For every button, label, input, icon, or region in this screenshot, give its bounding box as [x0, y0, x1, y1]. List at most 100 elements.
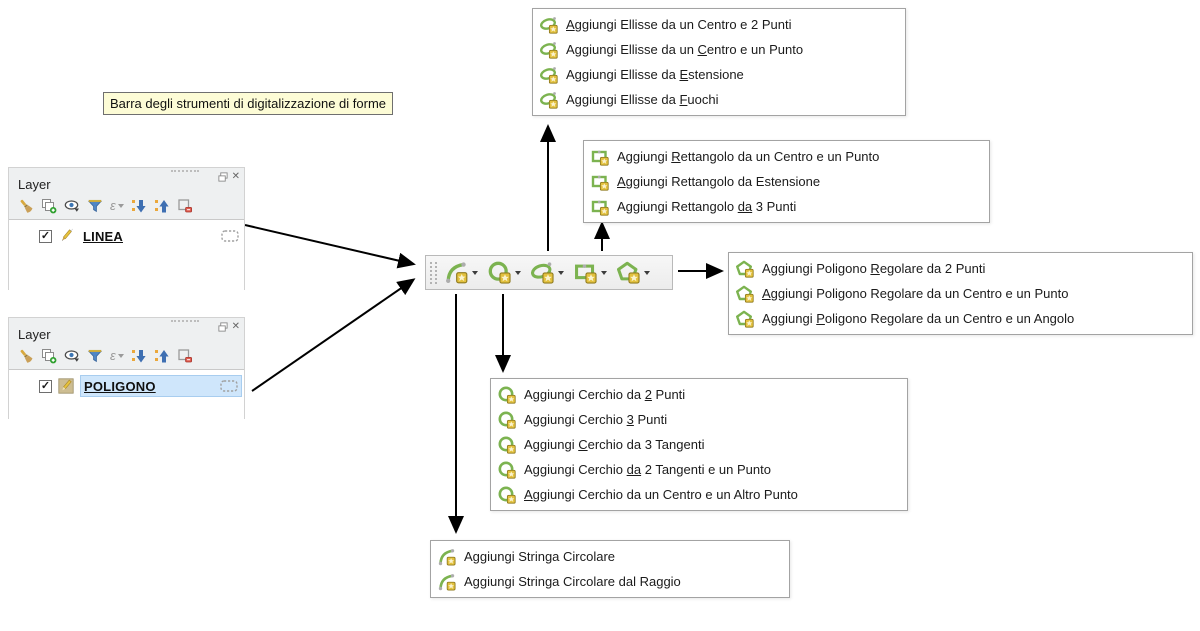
funnel-icon — [87, 198, 103, 214]
menu-item-ellipse-foci[interactable]: Aggiungi Ellisse da Fuochi — [533, 87, 905, 112]
ellipse-icon — [531, 261, 554, 284]
layer-tree: ✓ POLIGONO — [9, 369, 244, 469]
layer-row-linea[interactable]: ✓ LINEA — [39, 225, 242, 247]
chevron-down-icon[interactable] — [558, 270, 564, 275]
collapse-all-button[interactable] — [154, 198, 170, 214]
float-panel-icon — [217, 171, 229, 183]
menu-item-ellipse-center-point[interactable]: Aggiungi Ellisse da un Centro e un Punto — [533, 37, 905, 62]
menu-item-label: Aggiungi Cerchio da 2 Punti — [524, 387, 686, 402]
panel-title: Layer — [18, 327, 51, 342]
add-group-icon — [41, 348, 57, 364]
layer-panel-poligono: ✕ Layer ε ✓ POLIGONO — [8, 317, 245, 469]
ellipse-menu: Aggiungi Ellisse da un Centro e 2 Punti … — [532, 8, 906, 116]
manage-map-themes-button[interactable] — [64, 198, 80, 214]
menu-item-label: Aggiungi Stringa Circolare dal Raggio — [464, 574, 681, 589]
menu-item-circle-2tangents-point[interactable]: Aggiungi Cerchio da 2 Tangenti e un Punt… — [491, 457, 907, 482]
menu-item-circular-string[interactable]: Aggiungi Stringa Circolare — [431, 544, 789, 569]
close-panel-button[interactable]: ✕ — [231, 321, 240, 332]
menu-item-circle-3tangents[interactable]: Aggiungi Cerchio da 3 Tangenti — [491, 432, 907, 457]
regular-polygon-icon — [736, 285, 754, 303]
remove-layer-button[interactable] — [177, 348, 193, 364]
filter-legend-button[interactable] — [87, 348, 103, 364]
layer-row-poligono[interactable]: ✓ POLIGONO — [39, 375, 242, 397]
menu-item-rectangle-center-point[interactable]: Aggiungi Rettangolo da un Centro e un Pu… — [584, 144, 989, 169]
expand-all-icon — [131, 348, 147, 364]
circle-icon — [498, 486, 516, 504]
circular-string-tool-button[interactable] — [441, 258, 484, 287]
chevron-down-icon[interactable] — [472, 270, 478, 275]
chevron-down-icon[interactable] — [644, 270, 650, 275]
filter-by-expression-button[interactable]: ε — [110, 349, 124, 363]
menu-item-label: Aggiungi Ellisse da un Centro e 2 Punti — [566, 17, 792, 32]
layer-visibility-checkbox[interactable]: ✓ — [39, 229, 52, 243]
collapse-all-button[interactable] — [154, 348, 170, 364]
close-panel-button[interactable]: ✕ — [231, 171, 240, 182]
menu-item-polygon-center-point[interactable]: Aggiungi Poligono Regolare da un Centro … — [729, 281, 1192, 306]
menu-item-label: Aggiungi Poligono Regolare da un Centro … — [762, 286, 1069, 301]
layer-label-wrap: LINEA — [80, 225, 242, 247]
chevron-down-icon[interactable] — [117, 204, 124, 208]
rectangle-icon — [591, 173, 609, 191]
regular-polygon-menu: Aggiungi Poligono Regolare da 2 Punti Ag… — [728, 252, 1193, 335]
open-layer-styling-button[interactable] — [18, 198, 34, 214]
layer-visibility-checkbox[interactable]: ✓ — [39, 379, 52, 393]
menu-item-rectangle-3points[interactable]: Aggiungi Rettangolo da 3 Punti — [584, 194, 989, 219]
toolbar-tooltip: Barra degli strumenti di digitalizzazion… — [103, 92, 394, 115]
open-layer-styling-button[interactable] — [18, 348, 34, 364]
panel-drag-handle[interactable] — [171, 170, 199, 172]
ellipse-tool-button[interactable] — [527, 258, 570, 287]
add-group-icon — [41, 198, 57, 214]
circle-menu: Aggiungi Cerchio da 2 Punti Aggiungi Cer… — [490, 378, 908, 511]
panel-drag-handle[interactable] — [171, 320, 199, 322]
expand-all-button[interactable] — [131, 198, 147, 214]
ellipse-icon — [540, 66, 558, 84]
edit-state-indicator-icon — [221, 230, 239, 242]
menu-item-rectangle-extent[interactable]: Aggiungi Rettangolo da Estensione — [584, 169, 989, 194]
rectangle-icon — [591, 148, 609, 166]
remove-layer-icon — [177, 348, 193, 364]
float-panel-button[interactable] — [217, 171, 229, 183]
regular-polygon-icon — [736, 310, 754, 328]
menu-item-label: Aggiungi Rettangolo da Estensione — [617, 174, 821, 189]
panel-title: Layer — [18, 177, 51, 192]
menu-item-label: Aggiungi Rettangolo da un Centro e un Pu… — [617, 149, 880, 164]
menu-item-polygon-2points[interactable]: Aggiungi Poligono Regolare da 2 Punti — [729, 256, 1192, 281]
chevron-down-icon[interactable] — [515, 270, 521, 275]
menu-item-circular-string-radius[interactable]: Aggiungi Stringa Circolare dal Raggio — [431, 569, 789, 594]
menu-item-label: Aggiungi Poligono Regolare da un Centro … — [762, 311, 1075, 326]
add-group-button[interactable] — [41, 348, 57, 364]
add-group-button[interactable] — [41, 198, 57, 214]
menu-item-circle-2points[interactable]: Aggiungi Cerchio da 2 Punti — [491, 382, 907, 407]
funnel-icon — [87, 348, 103, 364]
remove-layer-button[interactable] — [177, 198, 193, 214]
menu-item-label: Aggiungi Stringa Circolare — [464, 549, 616, 564]
rectangle-tool-button[interactable] — [570, 258, 613, 287]
circular-string-icon — [438, 573, 456, 591]
float-panel-button[interactable] — [217, 321, 229, 333]
menu-item-label: Aggiungi Ellisse da Fuochi — [566, 92, 719, 107]
menu-item-circle-center-point[interactable]: Aggiungi Cerchio da un Centro e un Altro… — [491, 482, 907, 507]
menu-item-ellipse-extent[interactable]: Aggiungi Ellisse da Estensione — [533, 62, 905, 87]
chevron-down-icon[interactable] — [601, 270, 607, 275]
layer-name[interactable]: LINEA — [83, 228, 123, 244]
menu-item-circle-3points[interactable]: Aggiungi Cerchio 3 Punti — [491, 407, 907, 432]
rectangle-icon — [591, 198, 609, 216]
menu-item-ellipse-center-2points[interactable]: Aggiungi Ellisse da un Centro e 2 Punti — [533, 12, 905, 37]
menu-item-label: Aggiungi Rettangolo da 3 Punti — [617, 199, 797, 214]
menu-item-label: Aggiungi Cerchio da 2 Tangenti e un Punt… — [524, 462, 771, 477]
chevron-down-icon[interactable] — [117, 354, 124, 358]
circle-tool-button[interactable] — [484, 258, 527, 287]
filter-by-expression-button[interactable]: ε — [110, 199, 124, 213]
menu-item-label: Aggiungi Ellisse da un Centro e un Punto — [566, 42, 804, 57]
menu-item-polygon-center-corner[interactable]: Aggiungi Poligono Regolare da un Centro … — [729, 306, 1192, 331]
manage-map-themes-button[interactable] — [64, 348, 80, 364]
toolbar-drag-handle[interactable] — [430, 261, 437, 284]
expand-all-button[interactable] — [131, 348, 147, 364]
filter-legend-button[interactable] — [87, 198, 103, 214]
regular-polygon-tool-button[interactable] — [613, 258, 656, 287]
collapse-all-icon — [154, 198, 170, 214]
layer-name[interactable]: POLIGONO — [84, 378, 156, 394]
line-edit-icon — [58, 228, 74, 244]
layer-panel-linea: ✕ Layer ε ✓ LINEA — [8, 167, 245, 340]
ellipse-icon — [540, 41, 558, 59]
